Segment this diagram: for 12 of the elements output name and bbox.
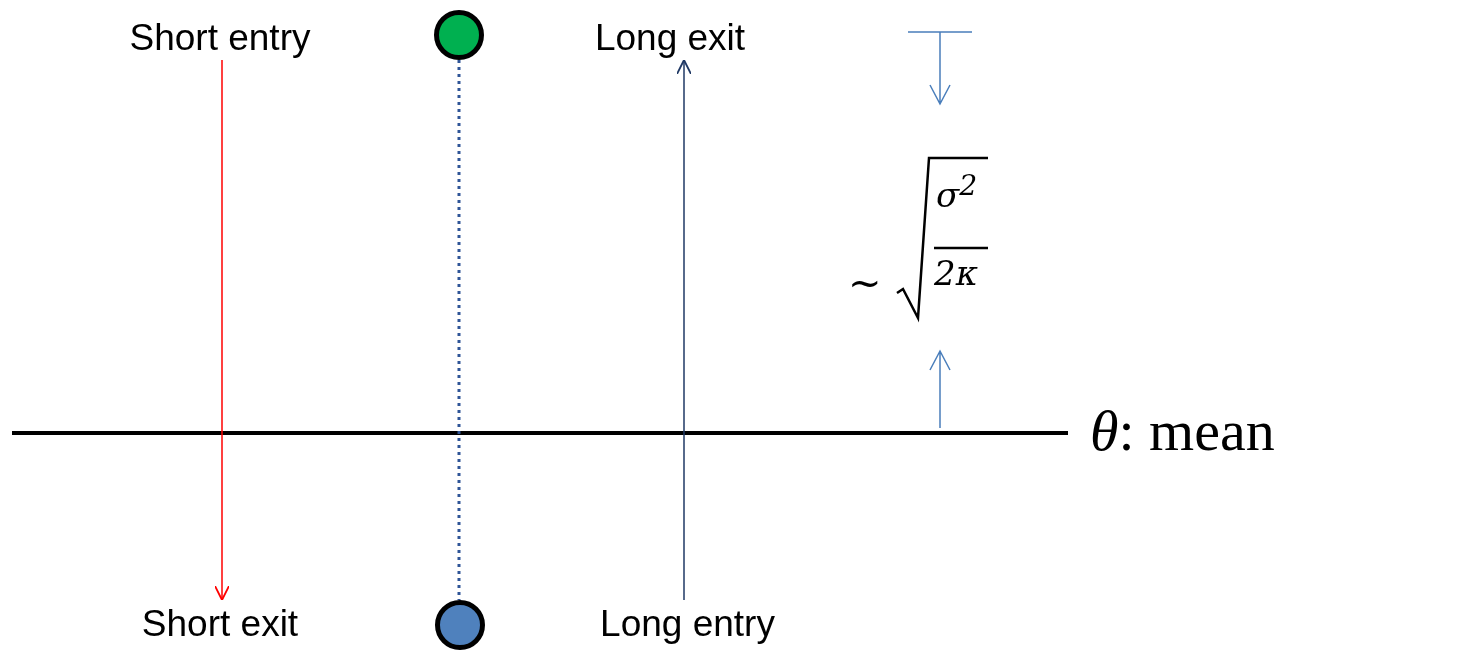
arrow	[214, 59, 230, 601]
approx-sign: ~	[848, 262, 882, 302]
signal-label: Long entry	[575, 600, 800, 646]
formula-denominator: 2κ	[934, 256, 978, 290]
formula-numerator: σ$^{2}$	[936, 172, 978, 213]
arrow	[676, 59, 692, 601]
signal-label: Long exit	[575, 14, 765, 60]
signal-label: Short exit	[115, 600, 325, 646]
marker-dot	[435, 600, 485, 650]
mean-label: θ: mean	[1090, 402, 1275, 460]
signal-label: Short entry	[100, 14, 340, 60]
marker-dot	[434, 10, 484, 60]
